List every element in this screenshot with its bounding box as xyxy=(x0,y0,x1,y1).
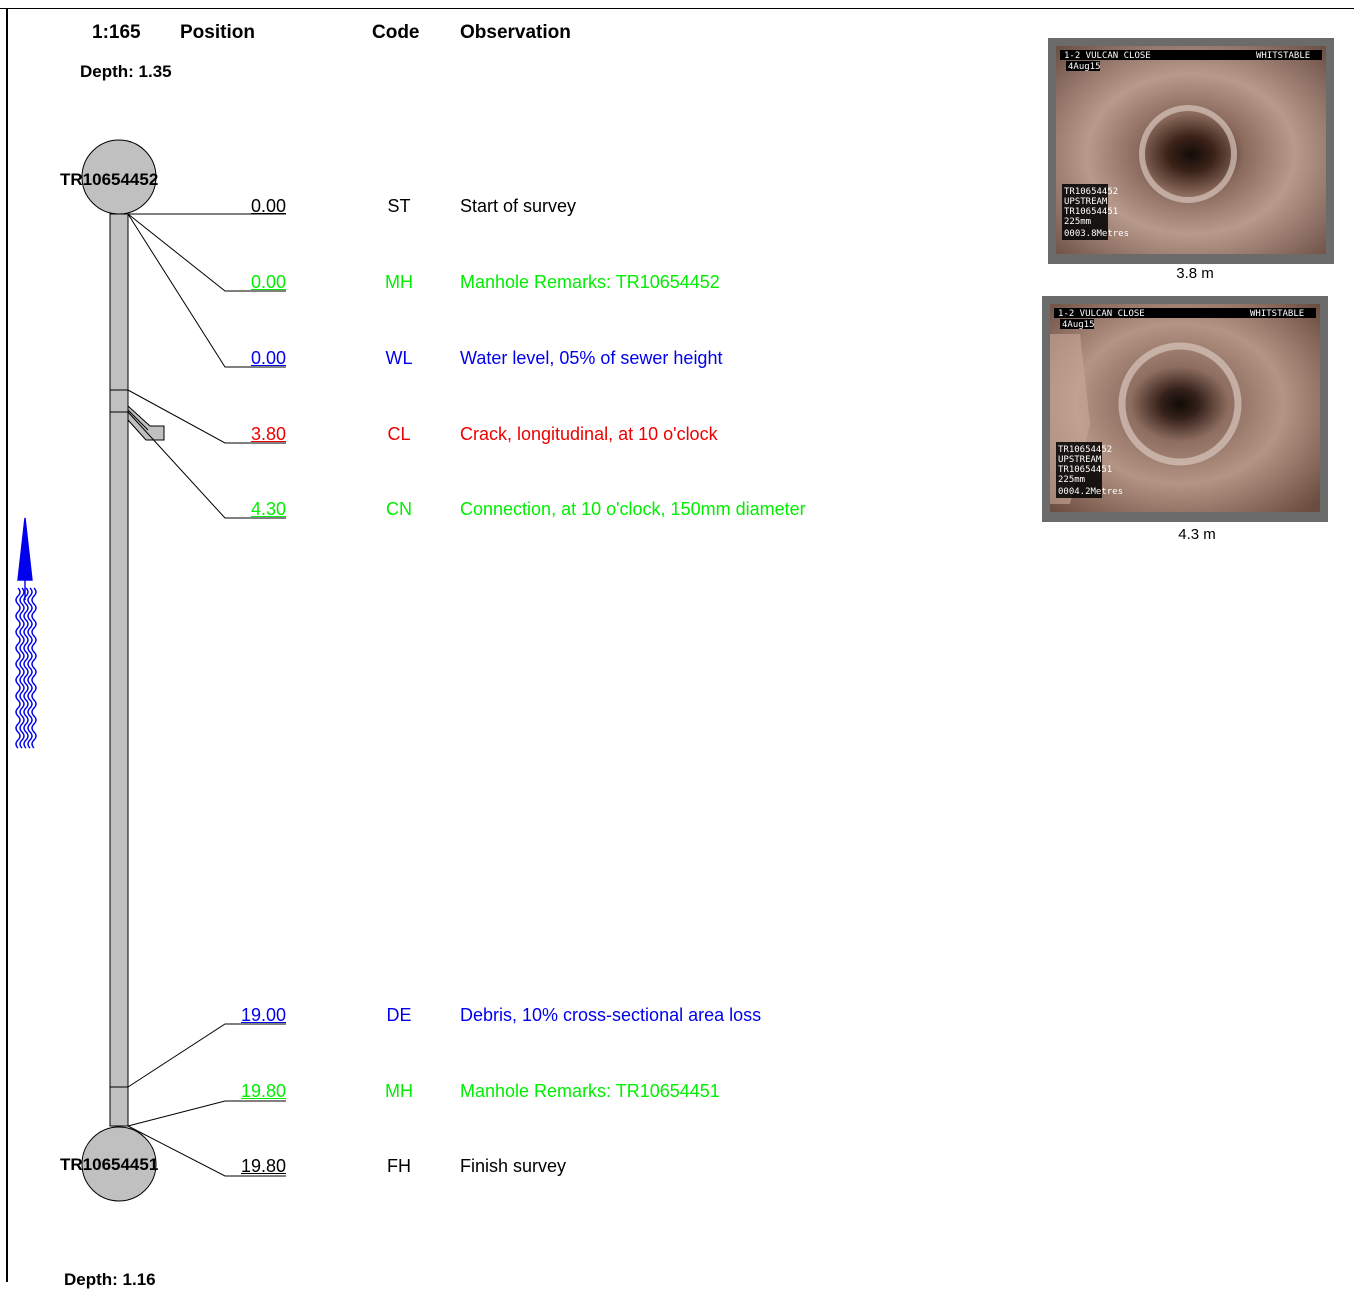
osd-line: 225mm xyxy=(1064,217,1091,227)
position-column-header: Position xyxy=(180,22,255,43)
page-frame-top xyxy=(0,0,1354,9)
observation-row: 19.80 FH Finish survey xyxy=(0,1156,1354,1180)
observation-row: 19.00 DE Debris, 10% cross-sectional are… xyxy=(0,1005,1354,1029)
observation-text: Connection, at 10 o'clock, 150mm diamete… xyxy=(460,499,806,519)
osd-town: WHITSTABLE xyxy=(1256,51,1310,61)
page-frame-left xyxy=(6,8,8,1282)
osd-location: 1-2 VULCAN CLOSE xyxy=(1058,309,1145,319)
observation-code: MH xyxy=(385,272,413,292)
observation-code: FH xyxy=(387,1156,411,1176)
leader-line-mh-start xyxy=(127,213,286,292)
osd-line: TR10654452 xyxy=(1058,445,1112,455)
cctv-photo-1[interactable]: 1-2 VULCAN CLOSE WHITSTABLE 4Aug15 TR106… xyxy=(1048,38,1334,264)
pipe-interior-image: 1-2 VULCAN CLOSE WHITSTABLE 4Aug15 TR106… xyxy=(1056,46,1326,254)
leader-line-cn xyxy=(127,411,286,519)
osd-line: 225mm xyxy=(1058,475,1085,485)
observation-position: 3.80 xyxy=(250,424,286,444)
osd-town: WHITSTABLE xyxy=(1250,309,1304,319)
observation-position: 0.00 xyxy=(250,196,286,216)
observation-row: 3.80 CL Crack, longitudinal, at 10 o'clo… xyxy=(0,424,1354,448)
observation-text: Manhole Remarks: TR10654452 xyxy=(460,272,720,292)
observation-row: 0.00 ST Start of survey xyxy=(0,196,1354,220)
osd-date: 4Aug15 xyxy=(1068,62,1101,72)
pipe-interior-image: 1-2 VULCAN CLOSE WHITSTABLE 4Aug15 TR106… xyxy=(1050,304,1320,512)
osd-line: TR10654451 xyxy=(1064,207,1118,217)
observation-row: 0.00 MH Manhole Remarks: TR10654452 xyxy=(0,272,1354,296)
observation-row: 19.80 MH Manhole Remarks: TR10654451 xyxy=(0,1081,1354,1105)
osd-line: UPSTREAM xyxy=(1064,197,1108,207)
end-manhole-circle xyxy=(81,1126,157,1202)
leader-line-fh xyxy=(127,1125,286,1177)
observation-row: 4.30 CN Connection, at 10 o'clock, 150mm… xyxy=(0,499,1354,523)
observation-position: 19.80 xyxy=(240,1081,286,1101)
osd-date: 4Aug15 xyxy=(1062,320,1095,330)
start-manhole-label: TR10654452 xyxy=(60,170,159,189)
scale-label: 1:165 xyxy=(92,22,141,43)
osd-line: 0004.2Metres xyxy=(1058,487,1123,497)
connection-branch xyxy=(127,404,165,441)
observation-text: Water level, 05% of sewer height xyxy=(460,348,723,368)
observation-code: WL xyxy=(385,348,413,368)
leader-line-cl xyxy=(127,389,286,444)
observation-position: 4.30 xyxy=(250,499,286,519)
observation-position: 19.80 xyxy=(240,1156,286,1176)
observation-text: Finish survey xyxy=(460,1156,567,1176)
osd-line: TR10654451 xyxy=(1058,465,1112,475)
photo-caption: 4.3 m xyxy=(1178,526,1216,543)
leader-line-wl xyxy=(127,213,286,368)
end-manhole-label: TR10654451 xyxy=(60,1155,159,1174)
cctv-photo-2[interactable]: 1-2 VULCAN CLOSE WHITSTABLE 4Aug15 TR106… xyxy=(1042,296,1328,522)
observation-position: 0.00 xyxy=(250,348,286,368)
observation-row: 0.00 WL Water level, 05% of sewer height xyxy=(0,348,1354,372)
observation-code: DE xyxy=(386,1005,412,1025)
osd-line: TR10654452 xyxy=(1064,187,1118,197)
observation-column-header: Observation xyxy=(460,22,571,43)
start-manhole-circle xyxy=(81,139,157,215)
leader-line-mh-end xyxy=(127,1100,286,1127)
start-depth-label: Depth: 1.35 xyxy=(80,62,172,81)
osd-line: UPSTREAM xyxy=(1058,455,1102,465)
observation-code: CL xyxy=(387,424,411,444)
observation-code: MH xyxy=(385,1081,413,1101)
connection-branch-inner xyxy=(127,409,149,431)
observation-text: Start of survey xyxy=(460,196,577,216)
observation-code: CN xyxy=(386,499,412,519)
observation-text: Manhole Remarks: TR10654451 xyxy=(460,1081,720,1101)
code-column-header: Code xyxy=(372,22,420,43)
observation-text: Debris, 10% cross-sectional area loss xyxy=(460,1005,762,1025)
leader-line-de xyxy=(127,1023,286,1088)
observation-position: 19.00 xyxy=(240,1005,286,1025)
osd-line: 0003.8Metres xyxy=(1064,229,1129,239)
flow-direction-arrow xyxy=(15,517,37,749)
observation-position: 0.00 xyxy=(250,272,286,292)
observation-code: ST xyxy=(387,196,411,216)
osd-location: 1-2 VULCAN CLOSE xyxy=(1064,51,1151,61)
photo-caption: 3.8 m xyxy=(1176,265,1214,282)
observation-text: Crack, longitudinal, at 10 o'clock xyxy=(460,424,718,444)
